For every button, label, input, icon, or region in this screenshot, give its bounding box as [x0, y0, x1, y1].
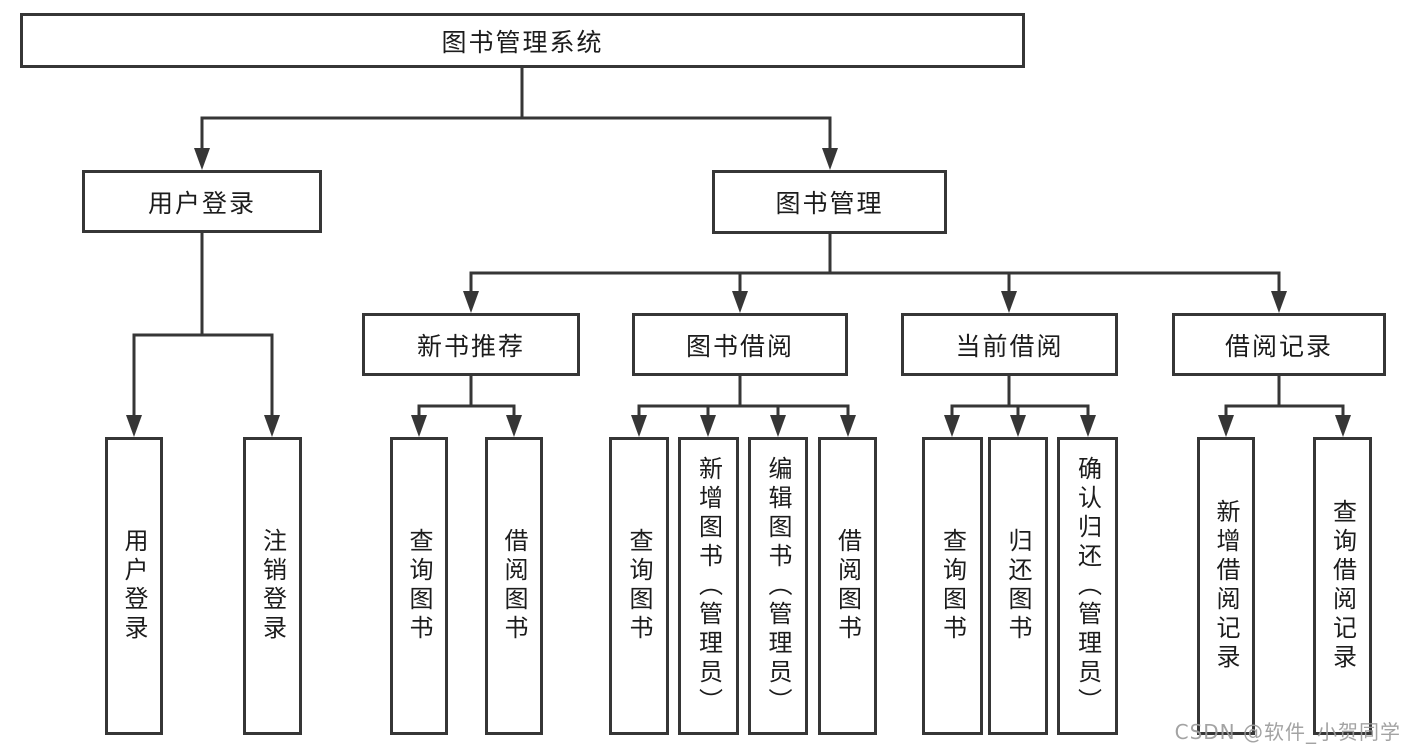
- node-book-borrowing: 图书借阅: [632, 313, 848, 376]
- connector-cur-borrow-to-leaves: [944, 374, 1096, 437]
- connector-new-book-to-leaves: [411, 374, 522, 437]
- leaf-borrow-books-recommend: 借阅图书: [485, 437, 543, 735]
- connector-borrow-rec-to-leaves: [1218, 374, 1351, 437]
- leaf-edit-books-admin: 编辑图书（管理员）: [748, 437, 808, 735]
- leaf-borrow-books: 借阅图书: [818, 437, 877, 735]
- leaf-logout: 注销登录: [243, 437, 302, 735]
- node-library-management-system: 图书管理系统: [20, 13, 1025, 68]
- connector-root-to-level2: [194, 66, 838, 170]
- connector-book-borrow-to-leaves: [631, 374, 856, 437]
- connector-user-login-to-leaves: [126, 231, 280, 437]
- connector-book-mgmt-to-level3: [463, 232, 1287, 313]
- leaf-query-borrow-record: 查询借阅记录: [1313, 437, 1372, 735]
- node-current-borrowing: 当前借阅: [901, 313, 1118, 376]
- leaf-add-books-admin: 新增图书（管理员）: [678, 437, 739, 735]
- leaf-query-books-borrow: 查询图书: [609, 437, 669, 735]
- node-book-management: 图书管理: [712, 170, 947, 234]
- node-borrowing-records: 借阅记录: [1172, 313, 1386, 376]
- leaf-add-borrow-record: 新增借阅记录: [1197, 437, 1255, 735]
- leaf-user-login: 用户登录: [105, 437, 163, 735]
- leaf-confirm-return-admin: 确认归还（管理员）: [1057, 437, 1118, 735]
- leaf-query-books-recommend: 查询图书: [390, 437, 448, 735]
- node-new-book-recommend: 新书推荐: [362, 313, 580, 376]
- csdn-watermark: CSDN @软件_小贺同学: [1174, 720, 1401, 744]
- node-user-login: 用户登录: [82, 170, 322, 233]
- leaf-return-books: 归还图书: [988, 437, 1048, 735]
- leaf-query-books-current: 查询图书: [922, 437, 983, 735]
